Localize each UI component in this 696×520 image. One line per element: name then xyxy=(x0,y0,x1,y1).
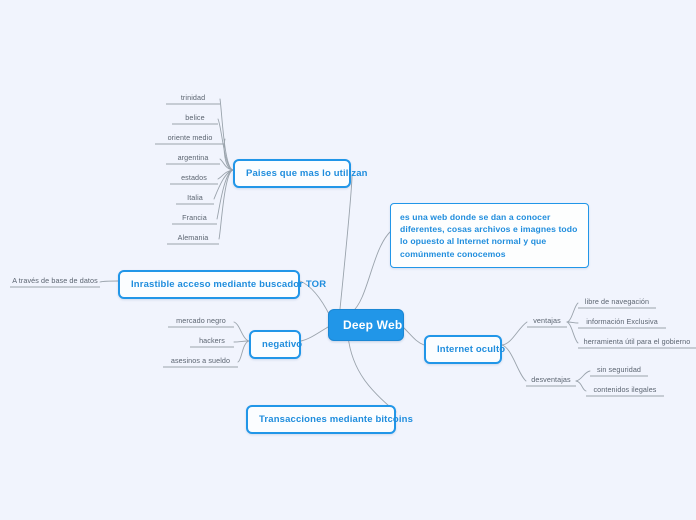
leaf-paises-1[interactable]: belice xyxy=(185,113,205,122)
leaf-paises-0[interactable]: trinidad xyxy=(180,93,206,102)
connector-root-to-bitcoins xyxy=(347,335,397,413)
subbranch-internet-oculto-1[interactable]: desventajas xyxy=(531,375,571,384)
leaf-tor-0[interactable]: A través de base de datos xyxy=(12,276,98,285)
leaf-paises-6[interactable]: Francia xyxy=(182,213,207,222)
connector-root-to-internet-oculto xyxy=(403,327,425,346)
connector-internet-oculto-to-desventajas xyxy=(501,344,527,382)
connector-ventajas-to-v0 xyxy=(566,302,579,323)
connector-ventajas-to-v1 xyxy=(566,321,579,324)
leaf-internet-oculto-1-1[interactable]: contenidos ilegales xyxy=(593,385,657,394)
connector-negativo-to-n1 xyxy=(233,340,250,343)
leaf-paises-3[interactable]: argentina xyxy=(177,153,209,162)
leaf-paises-2[interactable]: oriente medio xyxy=(167,133,213,142)
connector-paises-to-c6 xyxy=(216,169,234,220)
leaf-negativo-0[interactable]: mercado negro xyxy=(176,316,226,325)
connector-paises-to-c3 xyxy=(219,158,234,171)
connector-ventajas-to-v2 xyxy=(566,321,579,344)
leaf-internet-oculto-1-0[interactable]: sin seguridad xyxy=(596,365,642,374)
leaf-paises-7[interactable]: Alemania xyxy=(177,233,209,242)
branch-node-paises[interactable]: Paises que mas lo utilizan xyxy=(233,159,367,188)
connector-paises-to-c4 xyxy=(217,169,234,180)
leaf-internet-oculto-0-2[interactable]: herramienta útil para el gobierno xyxy=(583,337,691,346)
leaf-negativo-2[interactable]: asesinos a sueldo xyxy=(170,356,231,365)
connector-paises-to-c1 xyxy=(217,118,234,171)
connector-paises-to-c7 xyxy=(218,169,234,240)
branch-node-tor[interactable]: Inrastible acceso mediante buscador TOR xyxy=(118,270,326,299)
branch-node-negativo[interactable]: negativo xyxy=(249,330,302,359)
branch-node-definicion[interactable]: es una web donde se dan a conocer difere… xyxy=(390,203,589,268)
connector-paises-to-c2 xyxy=(223,138,234,171)
leaf-paises-5[interactable]: Italia xyxy=(187,193,203,202)
connector-root-to-paises xyxy=(339,174,353,310)
leaf-internet-oculto-0-1[interactable]: información Exclusiva xyxy=(586,317,658,326)
branch-node-internet-oculto[interactable]: Internet oculto xyxy=(424,335,505,364)
leaf-paises-4[interactable]: estados xyxy=(181,173,207,182)
root-node-deep-web[interactable]: Deep Web xyxy=(328,309,404,341)
leaf-negativo-1[interactable]: hackers xyxy=(199,336,225,345)
subbranch-internet-oculto-0[interactable]: ventajas xyxy=(533,316,561,325)
connector-tor-to-t0 xyxy=(99,280,119,283)
connector-internet-oculto-to-ventajas xyxy=(501,321,528,346)
connector-desventajas-to-d1 xyxy=(575,380,587,392)
connector-negativo-to-n0 xyxy=(233,321,250,342)
connector-root-to-negativo xyxy=(300,326,329,342)
connector-root-to-definicion xyxy=(351,231,391,313)
connector-desventajas-to-d0 xyxy=(575,370,591,382)
connector-negativo-to-n2 xyxy=(237,340,250,363)
leaf-internet-oculto-0-0[interactable]: libre de navegación xyxy=(584,297,650,306)
branch-node-bitcoins[interactable]: Transacciones mediante bitcoins xyxy=(246,405,413,434)
